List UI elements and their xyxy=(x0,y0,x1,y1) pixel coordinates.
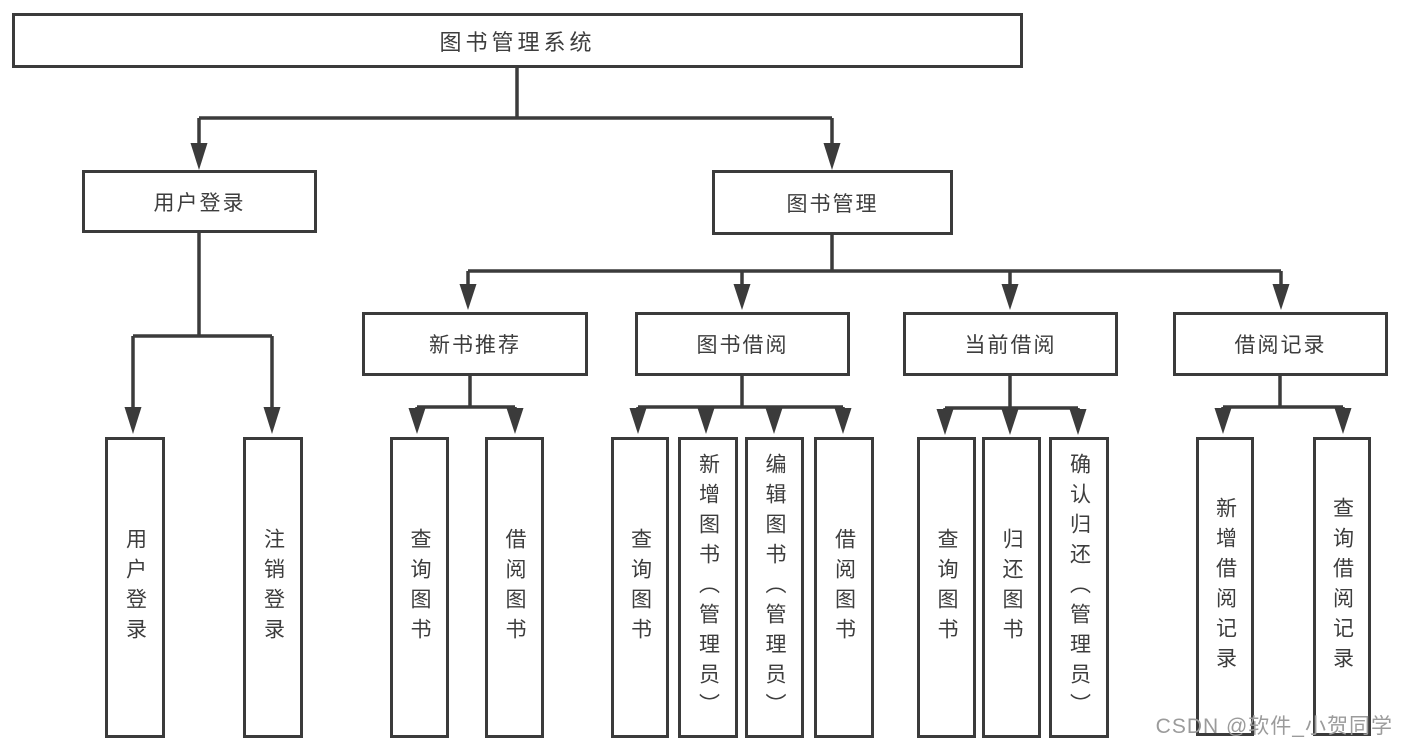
leaf-add-borrow-record: 新增借阅记录 xyxy=(1196,437,1254,736)
leaf-user-login: 用户登录 xyxy=(105,437,165,738)
node-label: 图书管理 xyxy=(786,192,879,216)
connector-root-split xyxy=(197,66,834,146)
node-label: 确认归还（管理员） xyxy=(1067,452,1091,723)
node-current-borrow: 当前借阅 xyxy=(903,312,1118,376)
arrowhead xyxy=(1001,409,1019,435)
node-label: 用户登录 xyxy=(153,191,246,215)
arrowhead xyxy=(823,143,841,170)
connector-borrow-records-split xyxy=(1221,376,1345,411)
node-label: 图书管理系统 xyxy=(439,29,596,55)
node-borrow-records: 借阅记录 xyxy=(1173,312,1388,376)
node-label: 新书推荐 xyxy=(429,334,521,357)
arrowhead xyxy=(1334,408,1352,434)
arrowhead xyxy=(1272,284,1290,310)
arrowhead xyxy=(1214,408,1232,434)
arrowhead xyxy=(629,408,647,434)
connector-user-login-split xyxy=(131,233,274,409)
leaf-logout: 注销登录 xyxy=(243,437,303,738)
node-label: 借阅图书 xyxy=(503,527,526,648)
node-label: 查询借阅记录 xyxy=(1330,496,1354,677)
arrowhead xyxy=(408,408,426,434)
connector-book-mgmt-split xyxy=(466,235,1283,287)
node-user-login: 用户登录 xyxy=(82,170,317,233)
arrowhead xyxy=(459,284,477,310)
arrowhead xyxy=(697,408,715,434)
node-label: 归还图书 xyxy=(1000,527,1023,648)
leaf-add-books-admin: 新增图书（管理员） xyxy=(678,437,738,738)
connector-book-borrow-split xyxy=(636,376,845,411)
arrowhead xyxy=(506,408,524,434)
arrowhead xyxy=(190,143,208,170)
node-label: 查询图书 xyxy=(408,527,431,648)
arrowhead xyxy=(124,407,142,434)
leaf-return-books: 归还图书 xyxy=(982,437,1041,738)
node-new-book-recommend: 新书推荐 xyxy=(362,312,588,376)
leaf-query-borrow-record: 查询借阅记录 xyxy=(1313,437,1371,736)
csdn-watermark: CSDN @软件_小贺同学 xyxy=(1155,715,1393,738)
arrowhead xyxy=(263,407,281,434)
node-library-system: 图书管理系统 xyxy=(12,13,1023,68)
leaf-borrow-books: 借阅图书 xyxy=(814,437,874,738)
arrowhead xyxy=(765,408,783,434)
leaf-edit-books-admin: 编辑图书（管理员） xyxy=(745,437,804,738)
node-label: 借阅记录 xyxy=(1234,334,1327,357)
leaf-query-books-current: 查询图书 xyxy=(917,437,976,738)
arrowhead xyxy=(834,408,852,434)
node-label: 注销登录 xyxy=(261,527,285,648)
leaf-query-books-borrow: 查询图书 xyxy=(611,437,669,738)
node-label: 编辑图书（管理员） xyxy=(763,452,786,723)
leaf-query-books-recommend: 查询图书 xyxy=(390,437,449,738)
arrowhead xyxy=(1001,284,1019,310)
node-label: 新增图书（管理员） xyxy=(696,452,720,723)
arrowhead xyxy=(1069,409,1087,435)
arrowhead xyxy=(936,409,954,435)
node-book-borrow: 图书借阅 xyxy=(635,312,850,376)
node-label: 查询图书 xyxy=(935,527,958,648)
node-label: 查询图书 xyxy=(628,527,652,648)
arrowheads xyxy=(124,143,1352,435)
connector-current-borrow-split xyxy=(943,376,1080,412)
node-label: 借阅图书 xyxy=(832,527,856,648)
node-label: 当前借阅 xyxy=(964,334,1057,357)
node-label: 用户登录 xyxy=(123,527,147,648)
node-book-management: 图书管理 xyxy=(712,170,953,235)
connector-new-book-split xyxy=(415,376,517,411)
node-label: 图书借阅 xyxy=(696,334,789,357)
leaf-confirm-return-admin: 确认归还（管理员） xyxy=(1049,437,1109,738)
leaf-borrow-books-recommend: 借阅图书 xyxy=(485,437,544,738)
node-label: 新增借阅记录 xyxy=(1213,496,1237,677)
arrowhead xyxy=(733,284,751,310)
